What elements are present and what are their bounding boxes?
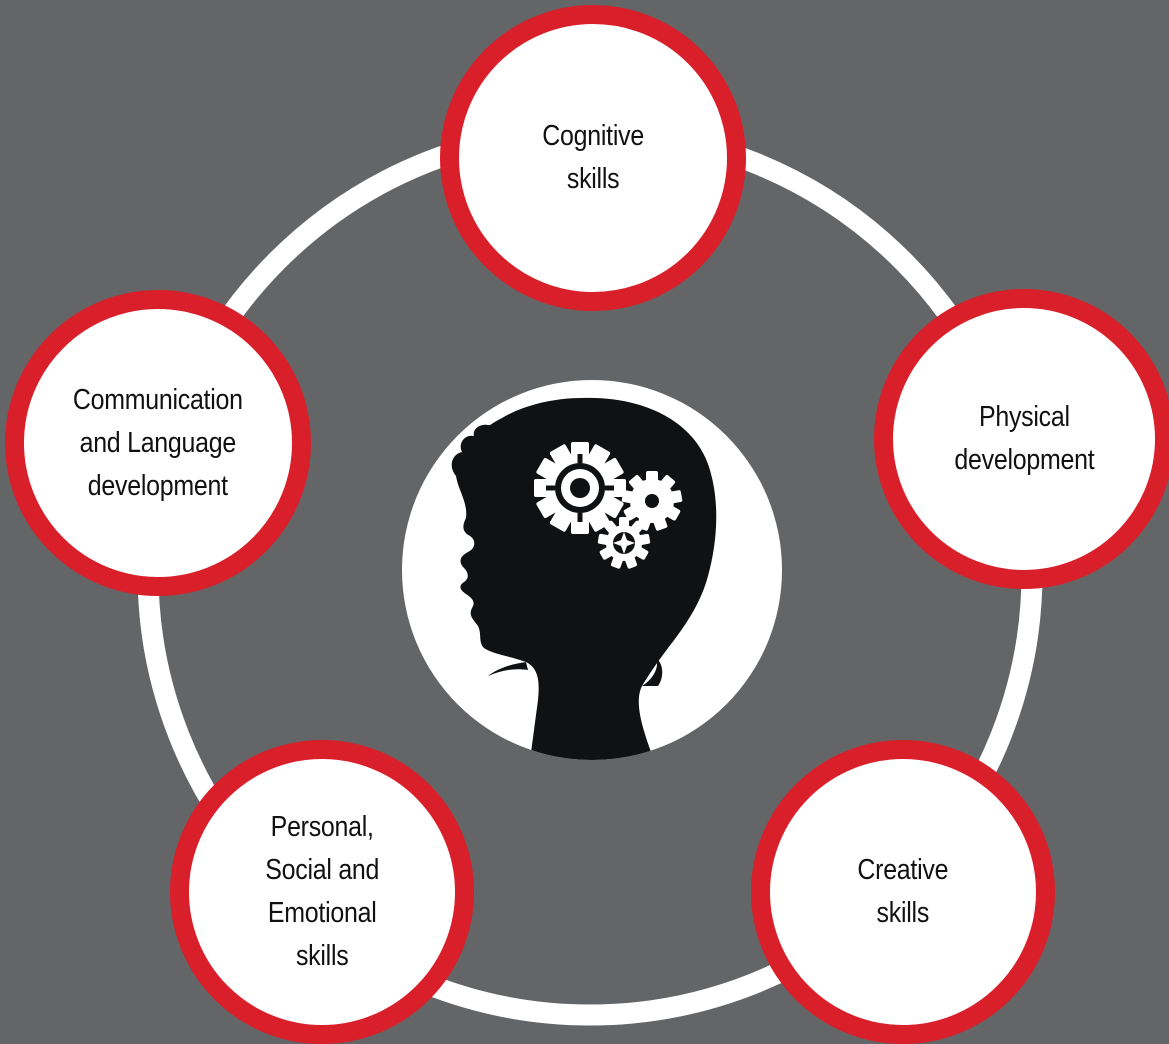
node-label: Physical development: [954, 401, 1094, 476]
node-communication-language-development: Communication and Language development: [5, 290, 311, 596]
child-head-gears-icon: [451, 397, 717, 760]
node-cognitive-skills: Cognitive skills: [440, 5, 746, 311]
node-label: Communication and Language development: [73, 383, 243, 502]
node-label: Personal, Social and Emotional skills: [265, 811, 379, 972]
tiny-gear-icon: [597, 517, 651, 569]
node-label: Creative skills: [857, 854, 949, 929]
small-gear-icon: [621, 471, 683, 531]
center-disc: [402, 380, 782, 760]
node-creative-skills: Creative skills: [751, 740, 1055, 1044]
node-label: Cognitive skills: [542, 120, 644, 195]
node-physical-development: Physical development: [874, 289, 1169, 589]
node-personal-social-emotional-skills: Personal, Social and Emotional skills: [170, 740, 474, 1044]
